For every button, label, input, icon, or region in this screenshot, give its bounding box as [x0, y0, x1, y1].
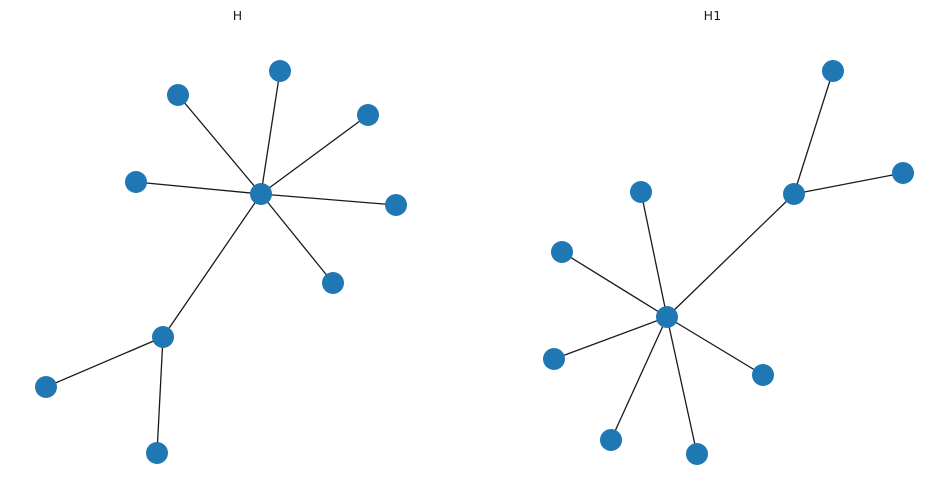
- graph-node[interactable]: [146, 442, 168, 464]
- graph-node[interactable]: [167, 84, 189, 106]
- graph-node[interactable]: [892, 162, 914, 184]
- graph-edge: [793, 70, 834, 195]
- graph-node[interactable]: [125, 171, 147, 193]
- graph-edge: [553, 316, 668, 360]
- graph-node[interactable]: [269, 60, 291, 82]
- graph-panel-h1: H1: [475, 0, 950, 504]
- graph-edge: [260, 70, 281, 195]
- graph-node[interactable]: [152, 326, 174, 348]
- node-layer: [543, 60, 914, 465]
- node-layer: [35, 60, 407, 464]
- graph-panel-h: H: [35, 8, 407, 464]
- graph-node[interactable]: [686, 443, 708, 465]
- graph-edge: [640, 191, 668, 318]
- graph-node[interactable]: [551, 241, 573, 263]
- graph-edge: [260, 193, 397, 206]
- graph-node[interactable]: [322, 272, 344, 294]
- graph-edge: [610, 316, 668, 441]
- graph-node[interactable]: [822, 60, 844, 82]
- graph-node[interactable]: [783, 183, 805, 205]
- graph-svg-h1: [543, 60, 914, 465]
- graph-edge: [260, 114, 369, 195]
- graph-node[interactable]: [630, 181, 652, 203]
- panel-title-h: H: [232, 8, 243, 23]
- edge-layer: [553, 70, 904, 455]
- graph-edge: [666, 316, 698, 455]
- graph-edge: [135, 181, 262, 195]
- graph-node[interactable]: [250, 183, 272, 205]
- graph-node[interactable]: [543, 348, 565, 370]
- graph-node[interactable]: [656, 306, 678, 328]
- graph-edge: [561, 251, 668, 318]
- graph-svg-h: [35, 60, 407, 464]
- graph-node[interactable]: [35, 376, 57, 398]
- graph-edge: [156, 336, 164, 454]
- graph-edge: [793, 172, 904, 195]
- graph-node[interactable]: [752, 364, 774, 386]
- graph-edge: [666, 193, 795, 318]
- graph-edge: [177, 94, 262, 195]
- graph-node[interactable]: [357, 104, 379, 126]
- panel-title-h1: H1: [703, 8, 722, 23]
- graph-edge: [260, 193, 334, 284]
- graph-edge: [162, 193, 262, 338]
- graph-node[interactable]: [600, 429, 622, 451]
- edge-layer: [45, 70, 397, 454]
- graph-node[interactable]: [385, 194, 407, 216]
- graph-edge: [666, 316, 764, 376]
- graph-edge: [45, 336, 164, 388]
